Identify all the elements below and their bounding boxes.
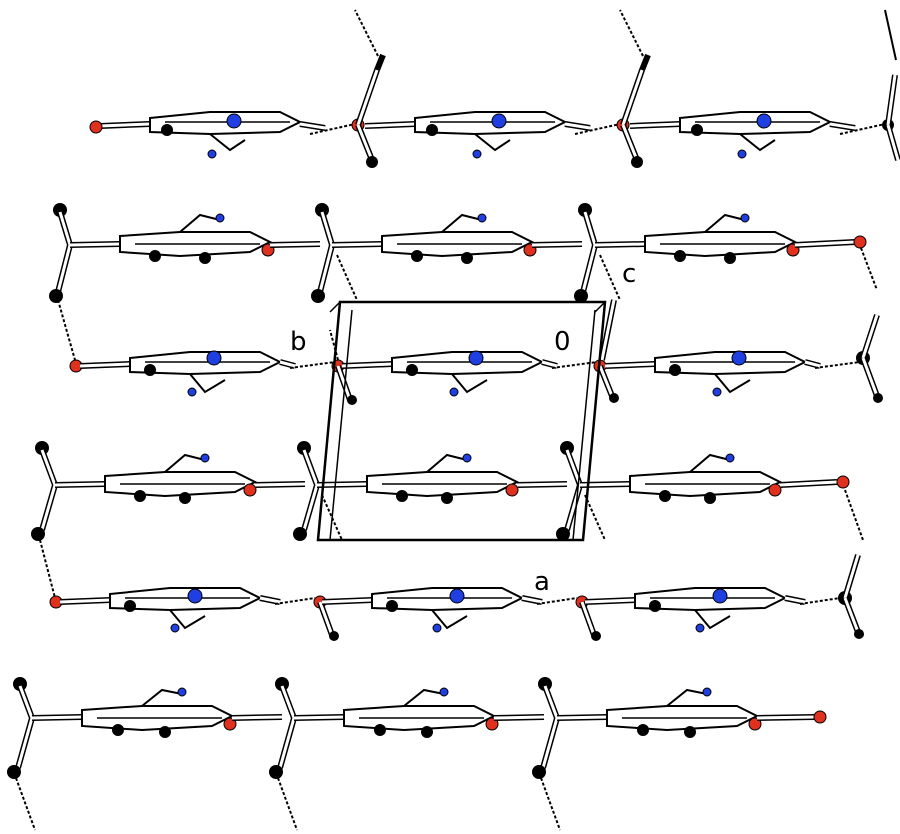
axis-label-c: c (622, 259, 636, 289)
layer-row-1 (89, 9, 900, 168)
layer-row-3 (69, 299, 883, 405)
axis-label-origin: 0 (554, 327, 571, 357)
unit-cell (316, 300, 607, 542)
layer-row-4 (31, 441, 864, 599)
layer-row-2 (49, 203, 878, 361)
axis-label-a: a (534, 567, 550, 597)
layer-row-5 (49, 554, 864, 641)
layer-row-6 (7, 677, 827, 831)
axis-label-b: b (290, 327, 307, 357)
